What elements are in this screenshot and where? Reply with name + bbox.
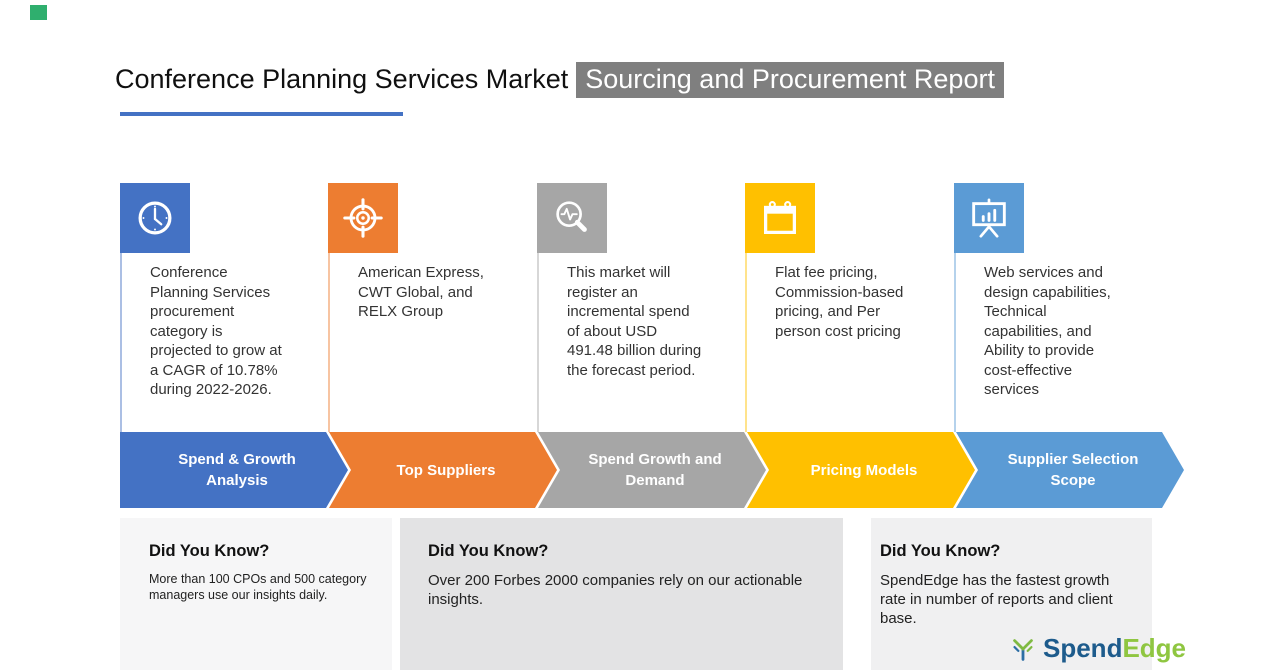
page-title-report: Sourcing and Procurement Report: [576, 62, 1004, 98]
clock-icon: [132, 195, 178, 241]
arrow-label: Top Suppliers: [396, 461, 496, 479]
spendedge-logo-text: SpendEdge: [1043, 633, 1186, 664]
process-arrow-spend-growth-demand: Spend Growth and Demand: [538, 432, 766, 508]
did-you-know-box-2: Did You Know? Over 200 Forbes 2000 compa…: [400, 518, 843, 670]
column-description: Conference Planning Services procurement…: [150, 264, 282, 398]
did-you-know-box-3: Did You Know? SpendEdge has the fastest …: [871, 518, 1152, 670]
corner-accent-square: [30, 5, 47, 20]
title-underline: [120, 112, 403, 116]
arrow-label: Supplier Selection Scope: [1007, 451, 1139, 489]
process-arrow-pricing-models: Pricing Models: [747, 432, 975, 508]
calendar-icon: [757, 195, 803, 241]
arrow-label: Spend Growth and Demand: [588, 451, 722, 489]
process-arrow-supplier-selection: Supplier Selection Scope: [956, 432, 1184, 508]
did-you-know-body: SpendEdge has the fastest growth rate in…: [880, 572, 1113, 627]
tile-top-suppliers: [328, 183, 398, 253]
connector-line: [328, 253, 330, 432]
connector-line: [537, 253, 539, 432]
logo-edge-text: Edge: [1122, 633, 1187, 663]
target-icon: [340, 195, 386, 241]
page-title-market: Conference Planning Services Market: [115, 64, 569, 94]
presentation-chart-icon: [966, 195, 1012, 241]
tile-pricing-models: [745, 183, 815, 253]
process-arrow-spend-growth-analysis: Spend & Growth Analysis: [120, 432, 348, 508]
spendedge-logo: SpendEdge: [1008, 633, 1186, 664]
tile-spend-growth-demand: [537, 183, 607, 253]
did-you-know-heading: Did You Know?: [428, 542, 549, 560]
did-you-know-heading: Did You Know?: [149, 542, 270, 560]
spendedge-logo-icon: [1008, 634, 1038, 664]
tile-supplier-selection: [954, 183, 1024, 253]
did-you-know-body: Over 200 Forbes 2000 companies rely on o…: [428, 572, 803, 608]
tile-spend-growth-analysis: [120, 183, 190, 253]
column-description: This market will register an incremental…: [567, 264, 702, 379]
column-description: Flat fee pricing, Commission-based prici…: [775, 264, 904, 340]
did-you-know-body: More than 100 CPOs and 500 category mana…: [149, 572, 367, 602]
connector-line: [745, 253, 747, 432]
did-you-know-heading: Did You Know?: [880, 542, 1001, 560]
arrow-label: Pricing Models: [810, 461, 918, 479]
column-description: American Express, CWT Global, and RELX G…: [358, 264, 484, 320]
connector-line: [954, 253, 956, 432]
process-arrow-top-suppliers: Top Suppliers: [329, 432, 557, 508]
did-you-know-box-1: Did You Know? More than 100 CPOs and 500…: [120, 518, 392, 670]
logo-spend-text: Spend: [1043, 633, 1123, 663]
magnifier-pulse-icon: [549, 195, 595, 241]
connector-line: [120, 253, 122, 432]
arrow-label: Spend & Growth Analysis: [178, 451, 296, 489]
column-description: Web services and design capabilities, Te…: [984, 264, 1111, 398]
